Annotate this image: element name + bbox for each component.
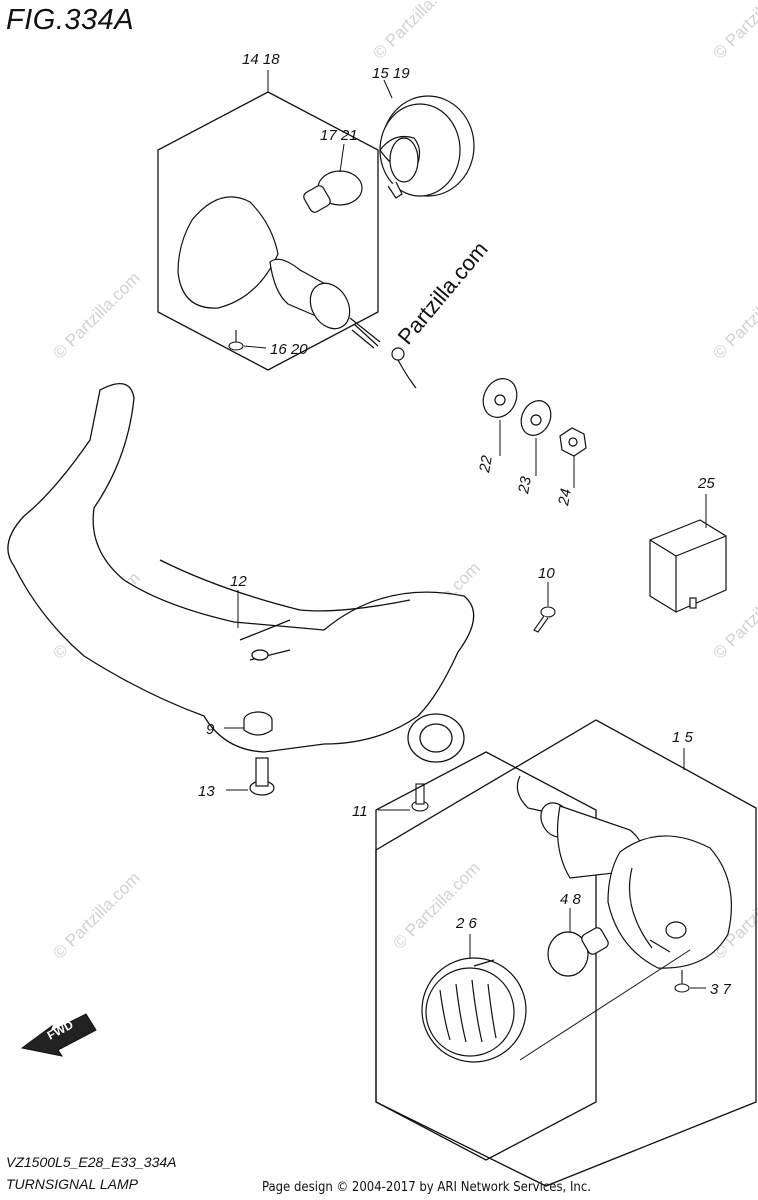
callout-1-5[interactable]: 1 5	[672, 729, 694, 746]
fwd-arrow-icon: FWD	[20, 1013, 97, 1057]
rear-turnsignal-assembly-outline	[157, 91, 379, 371]
turnsignal-housing-front[interactable]	[516, 775, 733, 969]
bulb-front[interactable]	[547, 926, 610, 977]
grommet[interactable]	[243, 711, 273, 736]
turnsignal-housing-rear[interactable]	[177, 196, 417, 389]
callout-24[interactable]: 24	[555, 487, 575, 507]
screw-front[interactable]	[674, 970, 690, 993]
washer-rubber[interactable]	[477, 373, 523, 423]
callout-2-6[interactable]: 2 6	[455, 915, 478, 932]
callout-17-21[interactable]: 17 21	[320, 127, 358, 144]
callout-14-18[interactable]: 14 18	[242, 51, 280, 68]
figure-title: FIG.334A	[6, 4, 135, 36]
callout-23[interactable]: 23	[515, 475, 535, 496]
screw-10[interactable]	[533, 606, 556, 633]
callout-12[interactable]: 12	[230, 573, 247, 590]
page-credit: Page design © 2004-2017 by ARI Network S…	[262, 1180, 591, 1195]
callout-25[interactable]: 25	[697, 475, 715, 492]
turnsignal-relay[interactable]	[649, 519, 727, 613]
watermark-text: © Partzilla.com	[709, 0, 758, 63]
brand-text: Partzilla.com	[393, 237, 493, 350]
callout-13[interactable]: 13	[198, 783, 215, 800]
bulb-rear[interactable]	[302, 170, 363, 214]
callout-10[interactable]: 10	[538, 565, 555, 582]
front-turnsignal-assembly-outline	[375, 751, 597, 1161]
screw-rear[interactable]	[228, 330, 244, 351]
turnsignal-bracket[interactable]	[7, 382, 475, 763]
bolt-13[interactable]	[249, 757, 275, 796]
watermark-text: © Partzilla.com	[709, 268, 758, 362]
callout-22[interactable]: 22	[476, 454, 496, 475]
watermark-text: © Partzilla.com	[369, 0, 463, 63]
callout-4-8[interactable]: 4 8	[560, 891, 582, 908]
turnsignal-lens-rear[interactable]	[379, 95, 475, 199]
nut[interactable]	[559, 427, 587, 457]
callout-3-7[interactable]: 3 7	[710, 981, 732, 998]
screw-11[interactable]	[411, 783, 429, 812]
watermark-text: © Partzilla.com	[49, 868, 143, 962]
callout-11[interactable]: 11	[352, 803, 368, 820]
turnsignal-lens-front[interactable]	[421, 957, 527, 1063]
watermark-text: © Partzilla.com	[49, 268, 143, 362]
callout-9[interactable]: 9	[206, 721, 215, 738]
callout-15-19[interactable]: 15 19	[372, 65, 410, 82]
callout-16-20[interactable]: 16 20	[270, 341, 308, 358]
section-name: TURNSIGNAL LAMP	[6, 1176, 138, 1192]
model-code: VZ1500L5_E28_E33_334A	[6, 1154, 177, 1170]
washer-flat[interactable]	[516, 396, 557, 440]
